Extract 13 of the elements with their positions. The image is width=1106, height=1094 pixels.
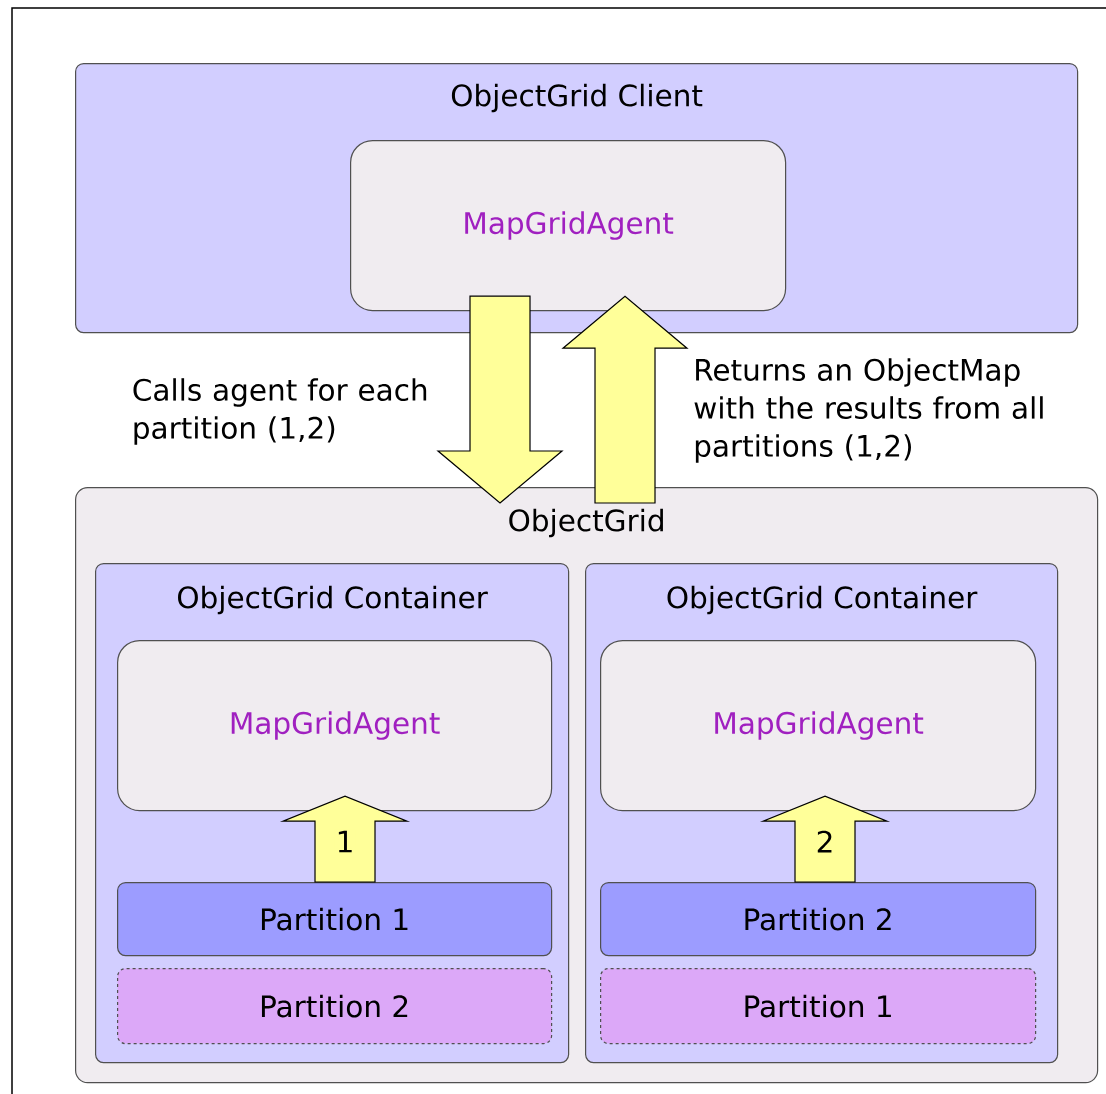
edge-label: Calls agent for each partition (1,2) (133, 378, 427, 445)
edge-label: Returns an ObjectMap with the results from all partitions (1,2) (694, 358, 1043, 463)
partition-box: Partition 1 (117, 882, 553, 957)
partition-box: Partition 2 (600, 882, 1037, 957)
agent-box: MapGridAgent (117, 640, 553, 812)
agent-box: MapGridAgent (600, 640, 1037, 812)
agent-box: MapGridAgent (350, 140, 787, 312)
block-arrow (561, 295, 689, 504)
block-arrow (279, 795, 411, 883)
partition-box: Partition 1 (600, 968, 1037, 1045)
partition-box: Partition 2 (117, 968, 553, 1045)
block-arrow (436, 295, 564, 504)
block-arrow (759, 795, 891, 883)
